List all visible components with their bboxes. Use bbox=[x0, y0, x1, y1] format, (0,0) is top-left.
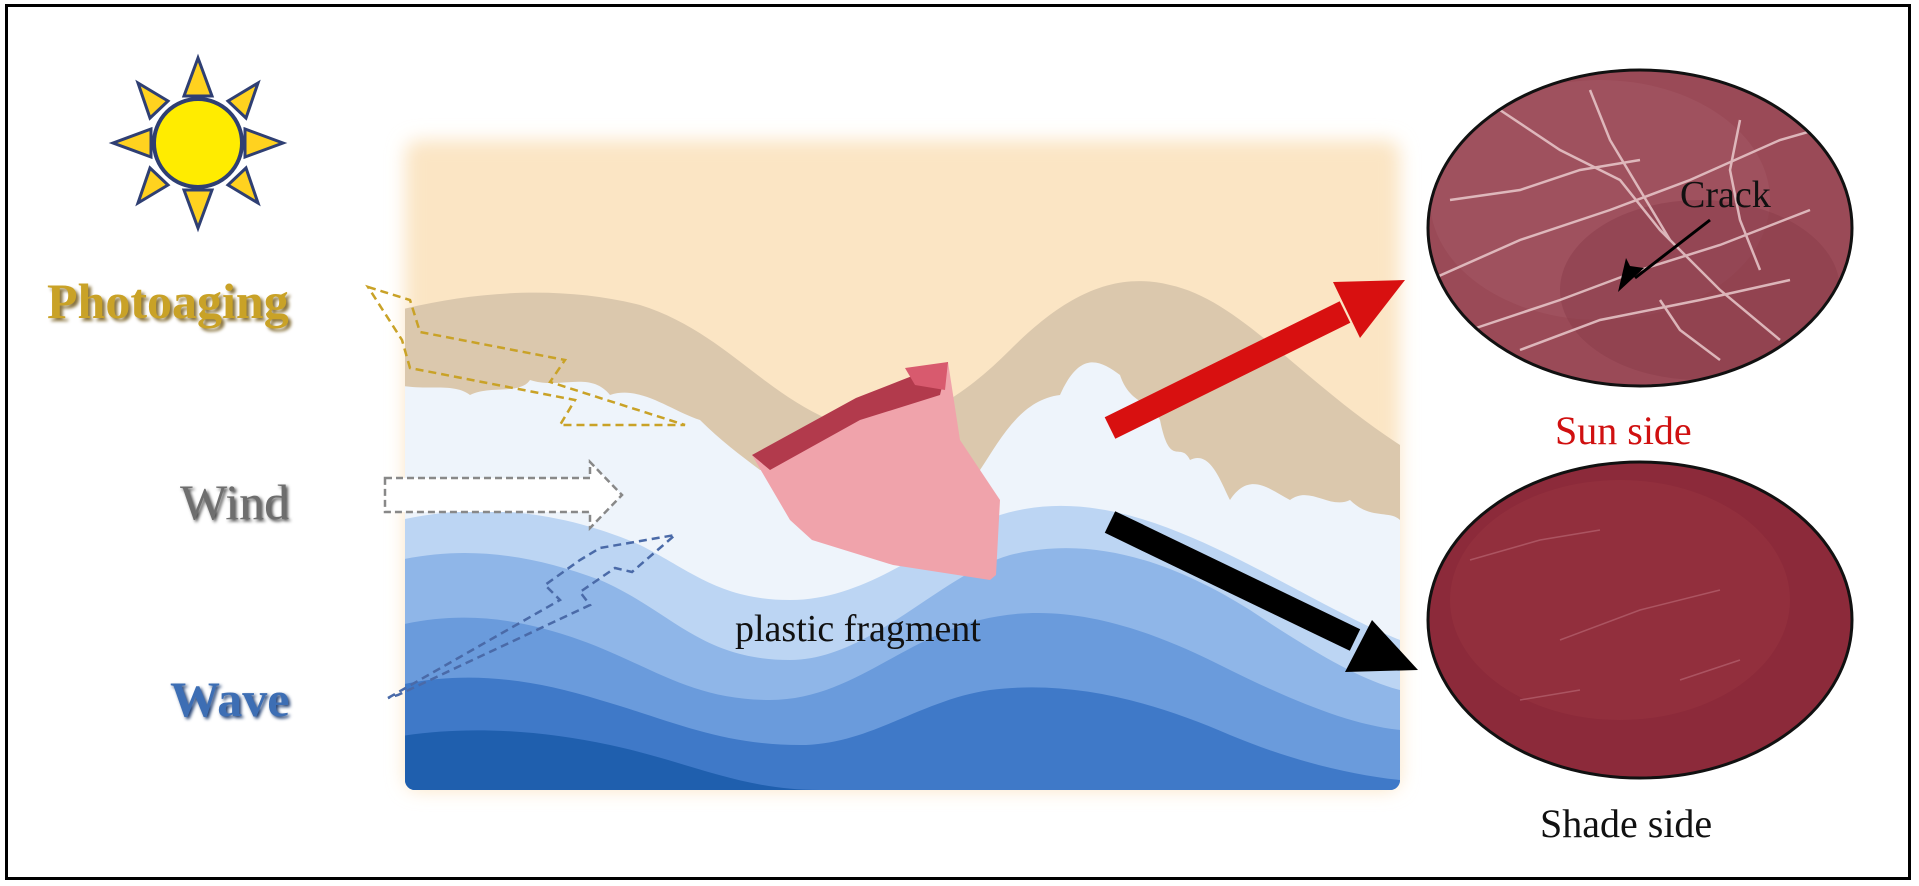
shade-side-arrow bbox=[1104, 511, 1418, 672]
crack-label: Crack bbox=[1680, 174, 1771, 216]
wave-layer-5 bbox=[405, 730, 1400, 790]
outline-arrow-icon bbox=[383, 458, 624, 532]
shade-side-label: Shade side bbox=[1540, 801, 1713, 846]
sun-side-label: Sun side bbox=[1555, 408, 1692, 453]
shade-side-surface bbox=[1426, 460, 1854, 780]
wave-lightning-arrow-icon bbox=[387, 532, 680, 700]
sun-side-arrow bbox=[1104, 280, 1405, 439]
sun-side-surface bbox=[1426, 68, 1854, 388]
wind-label: Wind bbox=[180, 474, 290, 530]
photoaging-label: Photoaging bbox=[47, 273, 289, 329]
sun-icon bbox=[108, 53, 288, 233]
lightning-arrow-icon bbox=[365, 284, 686, 427]
wave-label: Wave bbox=[170, 671, 290, 727]
plastic-fragment bbox=[752, 362, 1000, 580]
plastic-fragment-label: plastic fragment bbox=[735, 608, 981, 650]
crack-pointer bbox=[1618, 218, 1711, 292]
